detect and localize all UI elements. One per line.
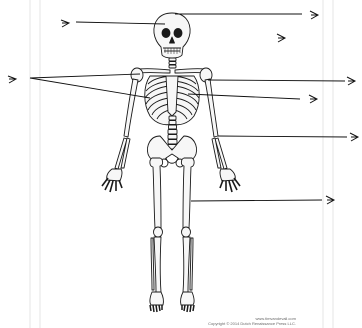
right-leg [181,158,195,312]
left-humerus [124,79,138,137]
left-femur [150,158,163,228]
pointer-line-skull [76,22,165,24]
credit-copyright: Copyright © 2014 Dutch Renaissance Press… [208,321,296,326]
right-hand [220,169,240,192]
pointer-line-clavicle [30,74,140,78]
arrow-icon [61,20,69,27]
skeleton [102,13,240,312]
arrow-icon [277,34,285,42]
right-humerus [205,79,218,137]
right-foot [181,292,194,312]
pointer-line-ulna [218,136,347,137]
right-tibia [183,237,190,292]
left-leg [150,158,164,312]
pointer-line-sternum [188,94,300,99]
left-hand [102,169,122,192]
right-patella [182,227,191,237]
pointer-line-scapula [208,80,345,81]
left-arm [102,79,138,192]
left-tibia [154,237,161,292]
left-patella [154,227,163,237]
left-foot [150,292,163,312]
arrow-icon [350,133,358,141]
spine [168,116,177,149]
left-fibula [151,238,154,290]
arrow-icon [8,76,16,83]
arrow-icon [347,77,355,85]
right-femur [181,158,194,228]
skull [154,13,190,58]
cervical-spine [169,58,176,68]
right-fibula [190,238,193,290]
arrow-icon [309,95,317,103]
pointer-line-femur [191,200,322,201]
arrow-icon [310,11,318,19]
